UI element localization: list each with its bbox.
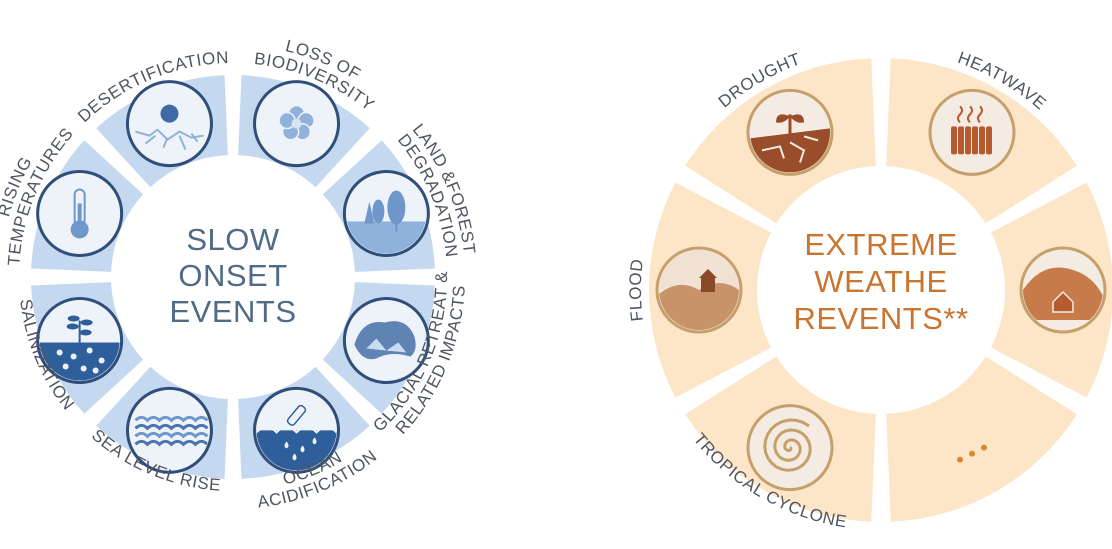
segment-ellipsis: [886, 356, 1077, 522]
sea-level-icon: [125, 386, 213, 474]
storm-surge-icon: [1019, 246, 1107, 334]
spiral-icon: [746, 404, 834, 492]
radiator-icon: [928, 88, 1016, 176]
ellipsis-icon: [957, 444, 987, 463]
thermometer-icon: [36, 169, 124, 257]
drought-icon: [746, 88, 834, 176]
segment-flood: FLOOD: [626, 182, 772, 398]
ocean-acid-icon: [253, 386, 341, 474]
extreme-weather-wheel: HEATWAVESTORM SURGETROPICAL CYCLONEFLOOD…: [626, 48, 1112, 531]
forest-icon: [342, 169, 430, 257]
segment-salinization: SALINIZATION: [16, 282, 144, 414]
segment-storm-surge: STORM SURGE: [990, 182, 1112, 398]
label-flood: FLOOD: [626, 258, 647, 323]
flower-icon: [253, 80, 341, 168]
segment-radiator: HEATWAVE: [886, 48, 1077, 224]
flood-icon: [655, 246, 743, 334]
desert-icon: [125, 80, 213, 168]
segment-sea-level: SEA LEVEL RISE: [88, 366, 228, 495]
segment-wedge: [886, 356, 1077, 522]
segment-glacier: GLACIAL RETREAT &RELATED IMPACTS: [322, 271, 468, 438]
salinization-icon: [36, 297, 124, 385]
glacier-icon: [342, 297, 430, 385]
